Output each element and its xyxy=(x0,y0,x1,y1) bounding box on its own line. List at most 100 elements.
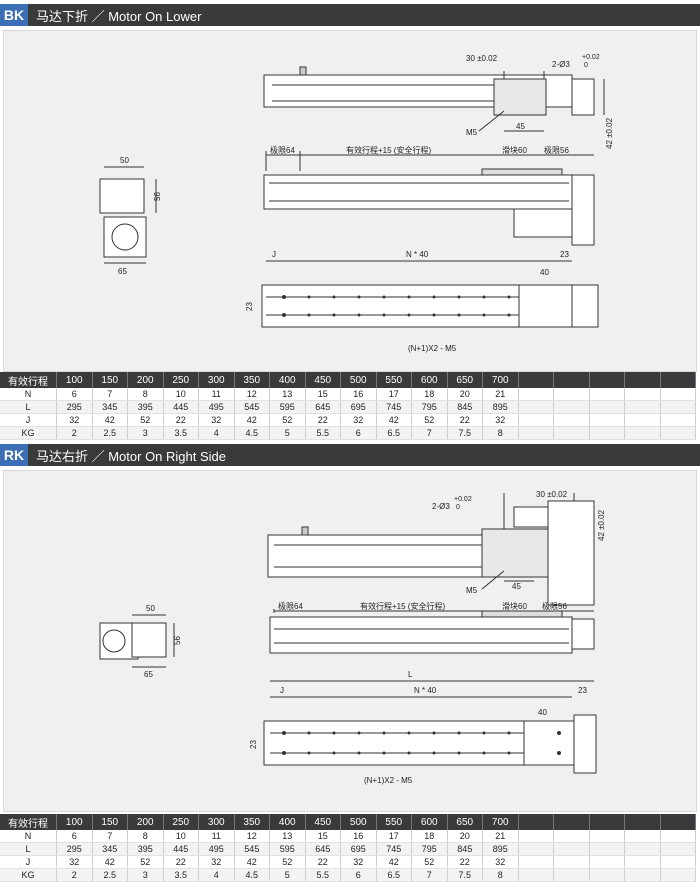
stroke-col: 500 xyxy=(340,372,377,388)
stroke-col xyxy=(518,814,554,830)
stroke-col: 650 xyxy=(447,814,483,830)
dim-slider: 滑块60 xyxy=(502,145,527,155)
stroke-col xyxy=(589,814,625,830)
dim-holes: (N+1)X2 - M5 xyxy=(364,776,413,785)
stroke-col xyxy=(518,372,554,388)
stroke-col: 100 xyxy=(56,814,93,830)
stroke-col: 450 xyxy=(305,814,341,830)
stroke-col: 500 xyxy=(340,814,377,830)
stroke-col: 450 xyxy=(305,372,341,388)
stroke-col: 250 xyxy=(163,372,199,388)
stroke-col: 600 xyxy=(411,372,448,388)
dim-j: J xyxy=(280,686,284,695)
dim-tol-up: +0.02 xyxy=(454,496,472,503)
dim-lim56: 极限56 xyxy=(542,601,567,611)
dim-lim56: 极限56 xyxy=(544,145,569,155)
stroke-col: 550 xyxy=(376,372,412,388)
section-title: 马达下折 ／ Motor On Lower xyxy=(36,8,202,24)
stroke-col: 350 xyxy=(234,814,270,830)
technical-drawing: 30 ±0.02 2-Ø3 +0.02 0 M5 45 42 ±0.02 极限6… xyxy=(99,490,606,785)
dim-50: 50 xyxy=(146,604,155,613)
dim-23-side: 23 xyxy=(249,740,258,749)
dim-23-top: 23 xyxy=(578,686,587,695)
dim-lim64: 极限64 xyxy=(278,601,303,611)
stroke-col xyxy=(589,372,625,388)
header-label: 有效行程 xyxy=(0,372,57,388)
section-header: RK 马达右折 ／ Motor On Right Side xyxy=(0,444,700,466)
table-header-row: 有效行程 100 150 200 250 300 350 400 450 500… xyxy=(0,372,696,388)
dim-lim64: 极限64 xyxy=(270,145,295,155)
dim-n40: N * 40 xyxy=(406,250,429,259)
stroke-col: 150 xyxy=(92,372,128,388)
dim-2phi3: 2-Ø3 xyxy=(432,502,450,511)
stroke-col xyxy=(553,814,590,830)
dim-40: 40 xyxy=(538,708,547,717)
dim-65: 65 xyxy=(118,267,127,276)
stroke-col: 700 xyxy=(482,814,519,830)
dim-30: 30 ±0.02 xyxy=(466,54,498,63)
dim-tol-zero: 0 xyxy=(584,62,588,69)
stroke-col: 400 xyxy=(269,814,306,830)
dim-holes: (N+1)X2 - M5 xyxy=(408,344,457,353)
section-code: BK xyxy=(0,4,28,26)
stroke-col: 350 xyxy=(234,372,270,388)
technical-drawing: 30 ±0.02 2-Ø3 +0.02 0 M5 45 42 ±0.02 极限6… xyxy=(99,54,614,353)
dim-56: 56 xyxy=(173,636,182,645)
stroke-col: 300 xyxy=(198,814,235,830)
stroke-col: 200 xyxy=(127,372,164,388)
dim-65: 65 xyxy=(144,670,153,679)
dim-m5: M5 xyxy=(466,128,478,137)
dim-2phi3: 2-Ø3 xyxy=(552,60,570,69)
table-header-row: 有效行程 100 150 200 250 300 350 400 450 500… xyxy=(0,814,696,830)
stroke-col xyxy=(624,814,661,830)
stroke-col: 400 xyxy=(269,372,306,388)
dim-45: 45 xyxy=(512,582,521,591)
dim-j: J xyxy=(272,250,276,259)
dim-tol-zero: 0 xyxy=(456,504,460,511)
dim-42: 42 ±0.02 xyxy=(597,509,606,541)
dim-45: 45 xyxy=(516,122,525,131)
section-header: BK 马达下折 ／ Motor On Lower xyxy=(0,4,700,26)
dim-50: 50 xyxy=(120,156,129,165)
dim-56: 56 xyxy=(153,192,162,201)
dim-30: 30 ±0.02 xyxy=(536,490,568,499)
stroke-col xyxy=(553,372,590,388)
stroke-col xyxy=(624,372,661,388)
spec-table-bk: 有效行程 100 150 200 250 300 350 400 450 500… xyxy=(0,372,696,440)
stroke-col: 150 xyxy=(92,814,128,830)
header-label: 有效行程 xyxy=(0,814,57,830)
stroke-col: 100 xyxy=(56,372,93,388)
section-title: 马达右折 ／ Motor On Right Side xyxy=(36,448,226,464)
stroke-col: 550 xyxy=(376,814,412,830)
dim-40: 40 xyxy=(540,268,549,277)
dim-stroke: 有效行程+15 (安全行程) xyxy=(346,145,431,155)
dim-L: L xyxy=(408,670,413,679)
stroke-col xyxy=(660,814,696,830)
stroke-col: 300 xyxy=(198,372,235,388)
dim-23-top: 23 xyxy=(560,250,569,259)
dim-slider: 滑块60 xyxy=(502,601,527,611)
stroke-col xyxy=(660,372,696,388)
drawing-panel: 30 ±0.02 2-Ø3 +0.02 0 M5 45 42 ±0.02 极限6… xyxy=(3,470,697,812)
drawing-panel: 30 ±0.02 2-Ø3 +0.02 0 M5 45 42 ±0.02 极限6… xyxy=(3,30,697,372)
section-code: RK xyxy=(0,444,28,466)
dim-stroke: 有效行程+15 (安全行程) xyxy=(360,601,445,611)
stroke-col: 600 xyxy=(411,814,448,830)
dim-23-side: 23 xyxy=(245,302,254,311)
stroke-col: 700 xyxy=(482,372,519,388)
dim-tol-up: +0.02 xyxy=(582,54,600,61)
stroke-col: 200 xyxy=(127,814,164,830)
stroke-col: 250 xyxy=(163,814,199,830)
dim-m5: M5 xyxy=(466,586,478,595)
dim-42: 42 ±0.02 xyxy=(605,117,614,149)
dim-n40: N * 40 xyxy=(414,686,437,695)
stroke-col: 650 xyxy=(447,372,483,388)
